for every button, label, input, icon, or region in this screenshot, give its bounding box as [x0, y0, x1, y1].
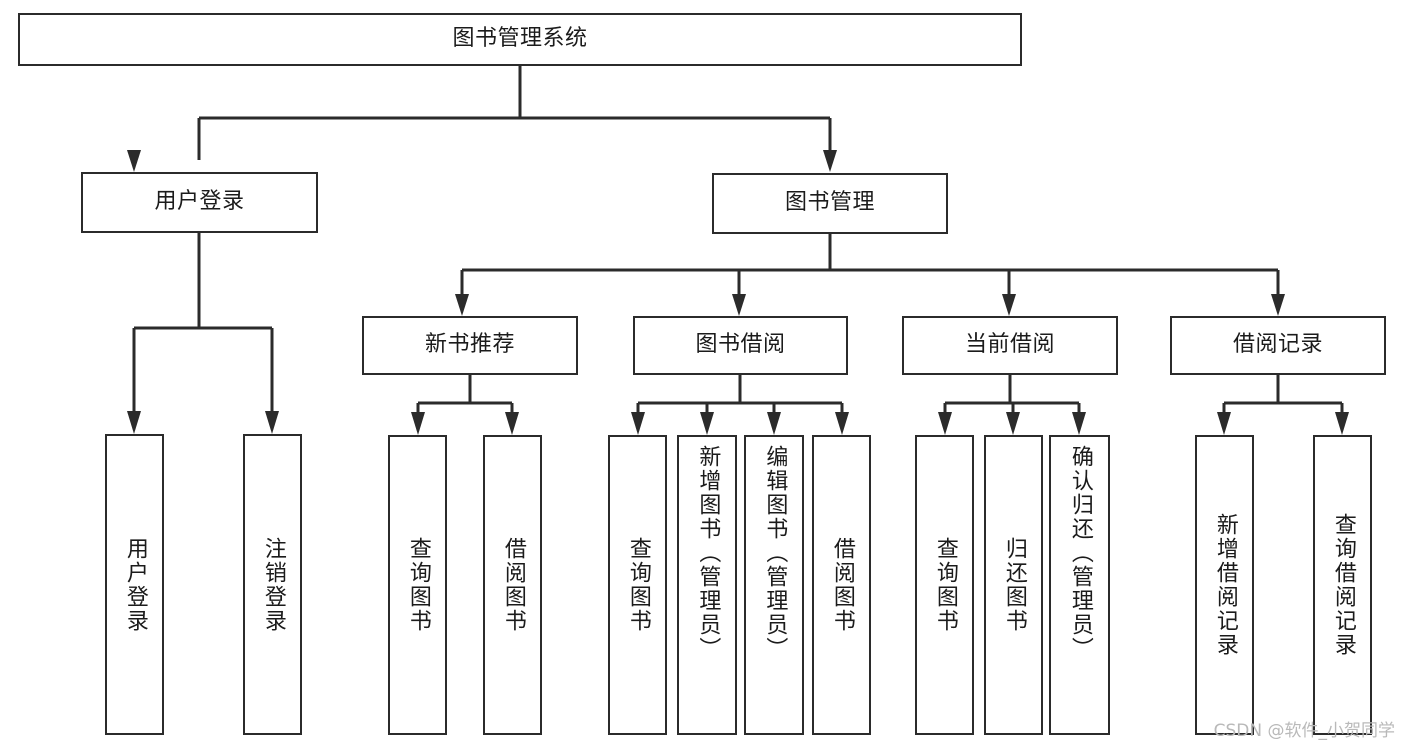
node-new-book-recommend-label: 新书推荐 — [424, 332, 515, 358]
arrowhead-l3-2 — [732, 294, 746, 316]
leaf-borrow-1-label: 查询图书 — [625, 537, 651, 633]
leaf-record-1-label: 新增借阅记录 — [1212, 513, 1238, 657]
leaf-user-login-2[interactable]: 注销登录 — [243, 434, 302, 735]
node-root-label: 图书管理系统 — [452, 26, 588, 52]
node-book-borrow-label: 图书借阅 — [695, 332, 786, 358]
node-borrow-record[interactable]: 借阅记录 — [1170, 316, 1386, 375]
leaf-user-login-2-label: 注销登录 — [260, 536, 286, 633]
arrowhead-book-mgmt — [823, 150, 837, 172]
leaf-borrow-4[interactable]: 借阅图书 — [812, 435, 871, 735]
leaf-borrow-3-label: 编辑图书（管理员） — [762, 445, 788, 661]
leaf-recommend-1[interactable]: 查询图书 — [388, 435, 447, 735]
arrowhead-l3-1 — [455, 294, 469, 316]
node-borrow-record-label: 借阅记录 — [1232, 332, 1323, 358]
node-root[interactable]: 图书管理系统 — [18, 13, 1022, 66]
leaf-record-2-label: 查询借阅记录 — [1330, 513, 1356, 657]
leaf-borrow-2-label: 新增图书（管理员） — [695, 445, 721, 661]
node-new-book-recommend[interactable]: 新书推荐 — [362, 316, 578, 375]
arrowhead-record-leaf-1 — [1217, 412, 1231, 435]
node-user-login[interactable]: 用户登录 — [81, 172, 318, 233]
arrowhead-current-leaf-2 — [1006, 412, 1020, 435]
leaf-recommend-2-label: 借阅图书 — [500, 537, 526, 633]
leaf-current-1-label: 查询图书 — [932, 537, 958, 633]
leaf-borrow-4-label: 借阅图书 — [829, 537, 855, 633]
leaf-record-2[interactable]: 查询借阅记录 — [1313, 435, 1372, 735]
node-current-borrow[interactable]: 当前借阅 — [902, 316, 1118, 375]
arrowhead-user-login-leaf-1 — [127, 411, 141, 434]
node-book-management-label: 图书管理 — [784, 190, 875, 216]
arrowheads — [127, 150, 1349, 435]
node-user-login-label: 用户登录 — [154, 189, 245, 215]
leaf-user-login-1[interactable]: 用户登录 — [105, 434, 164, 735]
arrowhead-borrow-leaf-1 — [631, 412, 645, 435]
arrowhead-borrow-leaf-4 — [835, 412, 849, 435]
arrowhead-l3-4 — [1271, 294, 1285, 316]
leaf-borrow-1[interactable]: 查询图书 — [608, 435, 667, 735]
arrowhead-user-login — [127, 150, 141, 172]
leaf-record-1[interactable]: 新增借阅记录 — [1195, 435, 1254, 735]
node-book-management[interactable]: 图书管理 — [712, 173, 948, 234]
leaf-borrow-2[interactable]: 新增图书（管理员） — [677, 435, 737, 735]
leaf-current-3[interactable]: 确认归还（管理员） — [1049, 435, 1110, 735]
arrowhead-recommend-leaf-1 — [411, 412, 425, 435]
arrowhead-current-leaf-3 — [1072, 412, 1086, 435]
leaf-borrow-3[interactable]: 编辑图书（管理员） — [744, 435, 804, 735]
arrowhead-recommend-leaf-2 — [505, 412, 519, 435]
leaf-current-3-label: 确认归还（管理员） — [1067, 445, 1093, 661]
leaf-recommend-2[interactable]: 借阅图书 — [483, 435, 542, 735]
arrowhead-record-leaf-2 — [1335, 412, 1349, 435]
node-current-borrow-label: 当前借阅 — [964, 332, 1055, 358]
arrowhead-borrow-leaf-2 — [700, 412, 714, 435]
arrowhead-user-login-leaf-2 — [265, 411, 279, 434]
leaf-recommend-1-label: 查询图书 — [405, 537, 431, 633]
leaf-current-2[interactable]: 归还图书 — [984, 435, 1043, 735]
leaf-current-1[interactable]: 查询图书 — [915, 435, 974, 735]
leaf-user-login-1-label: 用户登录 — [122, 536, 148, 633]
node-book-borrow[interactable]: 图书借阅 — [633, 316, 848, 375]
arrowhead-l3-3 — [1002, 294, 1016, 316]
arrowhead-borrow-leaf-3 — [767, 412, 781, 435]
arrowhead-current-leaf-1 — [938, 412, 952, 435]
leaf-current-2-label: 归还图书 — [1001, 537, 1027, 633]
